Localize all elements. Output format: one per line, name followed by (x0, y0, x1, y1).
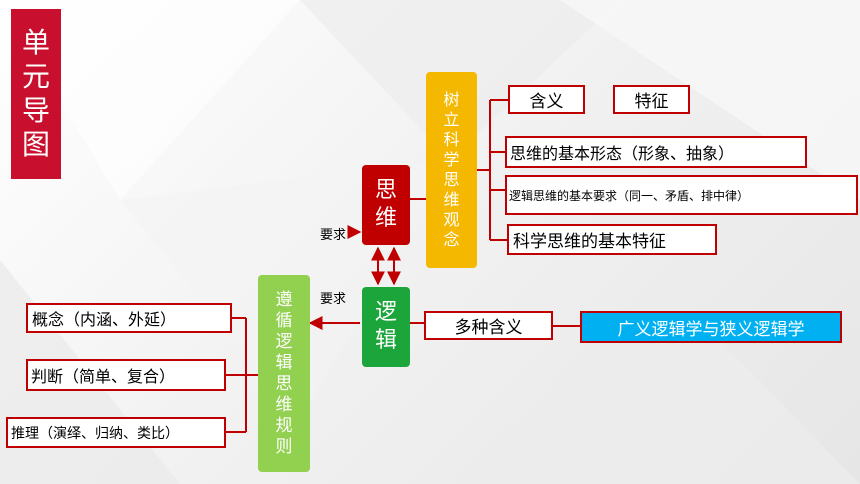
item-feature: 特征 (613, 85, 690, 114)
item-meaning: 含义 (508, 85, 585, 114)
node-logic-rules: 遵循逻辑思维规则 (258, 275, 310, 472)
item-logic-requirements: 逻辑思维的基本要求（同一、矛盾、排中律） (505, 175, 858, 215)
item-concept: 概念（内涵、外延） (26, 303, 232, 333)
item-thinking-forms: 思维的基本形态（形象、抽象） (505, 136, 807, 168)
unit-map-title: 单元导图 (11, 9, 61, 179)
item-multiple-meanings: 多种含义 (424, 311, 553, 340)
item-judgment: 判断（简单、复合） (26, 359, 226, 391)
relation-label-top: 要求 (320, 228, 347, 243)
node-siwei: 思维 (362, 165, 410, 245)
item-basic-features: 科学思维的基本特征 (507, 224, 717, 255)
item-reasoning: 推理（演绎、归纳、类比） (6, 417, 226, 448)
node-luoji: 逻辑 (362, 287, 410, 367)
node-science-view: 树立科学思维观念 (426, 72, 477, 268)
item-broad-narrow-logic: 广义逻辑学与狭义逻辑学 (580, 311, 842, 343)
relation-label-bottom: 要求 (320, 292, 347, 307)
